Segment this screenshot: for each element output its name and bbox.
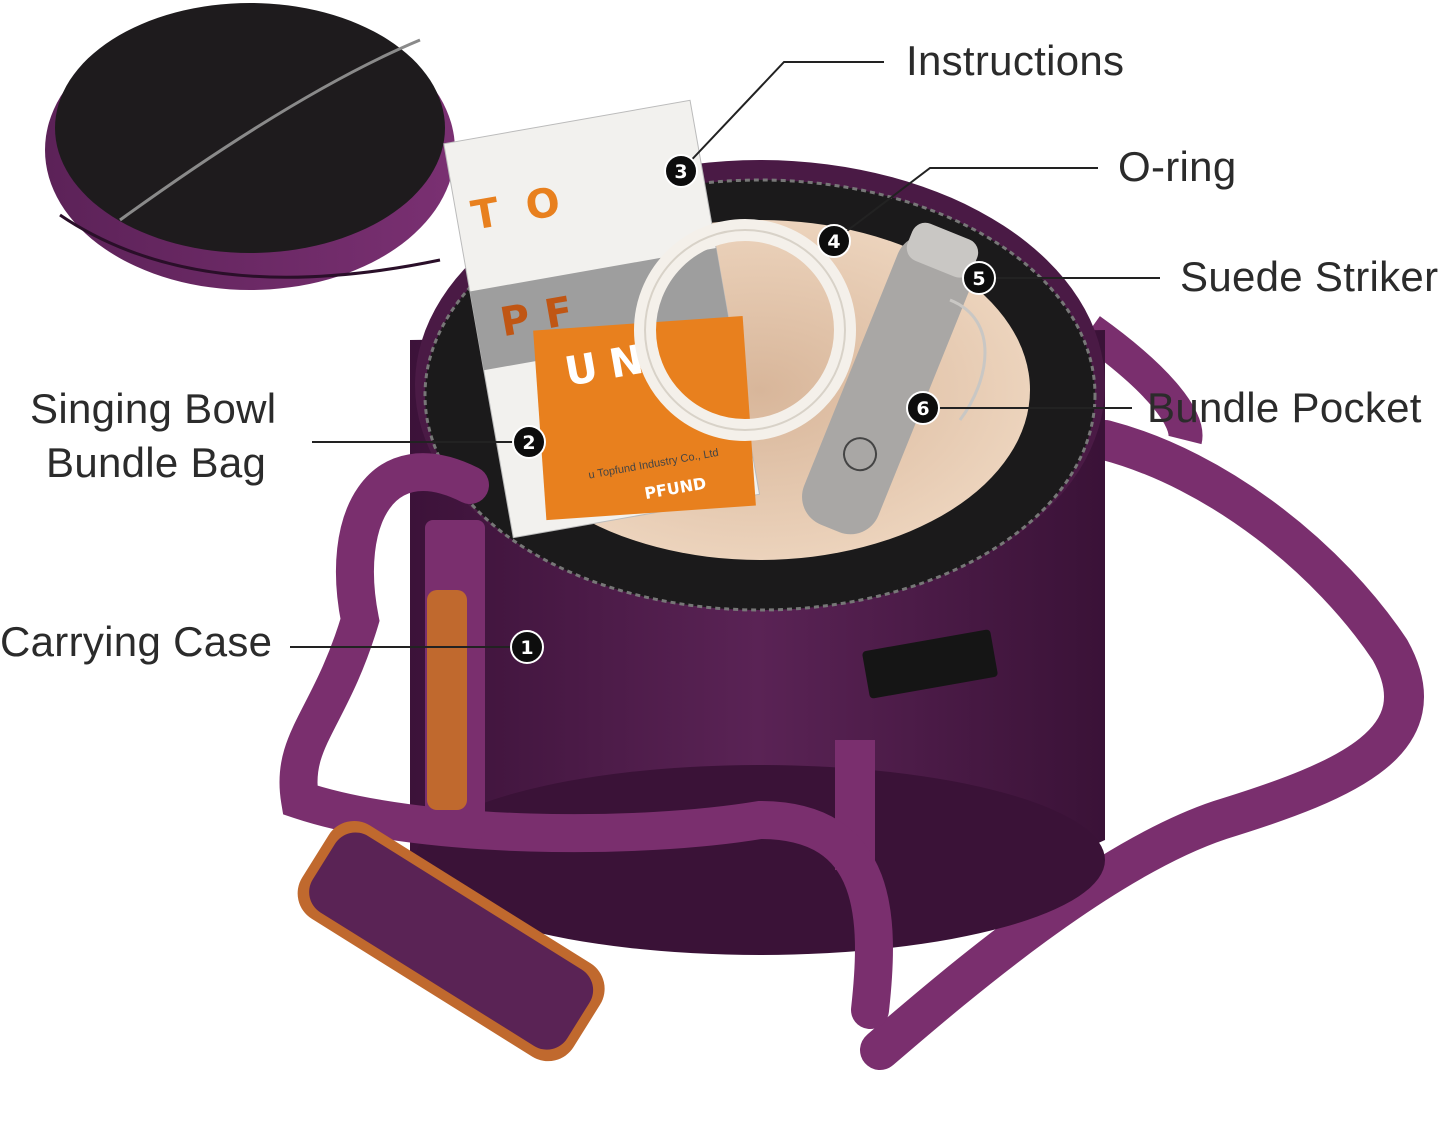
leader-instructions [681, 61, 884, 171]
badge-5: 5 [962, 261, 996, 295]
lid-zipper [119, 38, 421, 222]
label-carrying-case: Carrying Case [0, 618, 273, 665]
bundle-pocket [802, 222, 979, 535]
shoulder-pad [297, 820, 605, 1062]
badge-3-number: 3 [674, 161, 687, 183]
case-zipper [423, 178, 1097, 612]
case-lid [45, 3, 455, 290]
strap-left [279, 453, 893, 1029]
label-oring: O-ring [1118, 143, 1237, 190]
badge-2: 2 [512, 425, 546, 459]
leather-tab [427, 590, 467, 810]
label-bundle-pocket: Bundle Pocket [1147, 384, 1422, 431]
label-suede-striker: Suede Striker [1180, 253, 1439, 300]
strap-right-top [1080, 316, 1203, 445]
booklet-letter: O [522, 179, 563, 230]
badge-4: 4 [817, 224, 851, 258]
drawstring [949, 298, 987, 421]
strap-right [860, 420, 1424, 1070]
badge-1-number: 1 [520, 637, 533, 659]
badge-5-number: 5 [972, 268, 985, 290]
velcro-patch [862, 629, 998, 699]
booklet-letter: U [562, 345, 602, 396]
leader-lines [290, 61, 1160, 648]
label-bundle-bag-line2: Bundle Bag [46, 439, 267, 486]
badge-2-number: 2 [522, 432, 535, 454]
label-bundle-bag-line1: Singing Bowl [30, 385, 277, 432]
badge-6-number: 6 [916, 398, 929, 420]
badge-6: 6 [906, 391, 940, 425]
badge-1: 1 [510, 630, 544, 664]
label-instructions: Instructions [906, 37, 1125, 84]
badge-3: 3 [664, 154, 698, 188]
badge-4-number: 4 [827, 231, 840, 253]
leader-oring [834, 167, 1098, 241]
